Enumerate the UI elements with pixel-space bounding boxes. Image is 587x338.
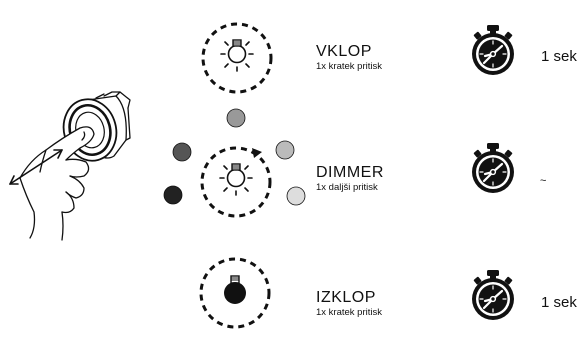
row-vklop: VKLOP 1x kratek pritisk 1 sek (201, 22, 577, 94)
hand-press-button-icon (9, 91, 131, 241)
dashed-ring-icon (199, 257, 271, 329)
mode-action: 1x daljši pritisk (316, 182, 378, 193)
dim-level-dot (226, 108, 246, 128)
dim-level-dot (286, 186, 306, 206)
dashed-ring-icon (200, 146, 272, 218)
mode-title: IZKLOP (316, 289, 376, 306)
light-bulb-dimming-icon (219, 163, 253, 196)
stopwatch-icon (470, 268, 516, 322)
light-bulb-on-icon (220, 39, 254, 72)
mode-action: 1x kratek pritisk (316, 307, 382, 318)
dashed-ring-icon (201, 22, 273, 94)
mode-title: DIMMER (316, 164, 384, 181)
arrow-head-icon (252, 148, 262, 158)
dim-level-dot (163, 185, 183, 205)
stopwatch-icon (470, 23, 516, 77)
light-bulb-off-icon (224, 275, 246, 304)
mode-duration: ~ (540, 175, 546, 187)
mode-duration: 1 sek (541, 294, 577, 311)
dim-level-dot (275, 140, 295, 160)
row-izklop: IZKLOP 1x kratek pritisk 1 sek (199, 257, 577, 329)
mode-duration: 1 sek (541, 48, 577, 65)
stopwatch-icon (470, 141, 516, 195)
dim-level-dot (172, 142, 192, 162)
mode-action: 1x kratek pritisk (316, 61, 382, 72)
mode-title: VKLOP (316, 43, 372, 60)
row-dimmer: DIMMER 1x daljši pritisk ~ (163, 108, 546, 218)
